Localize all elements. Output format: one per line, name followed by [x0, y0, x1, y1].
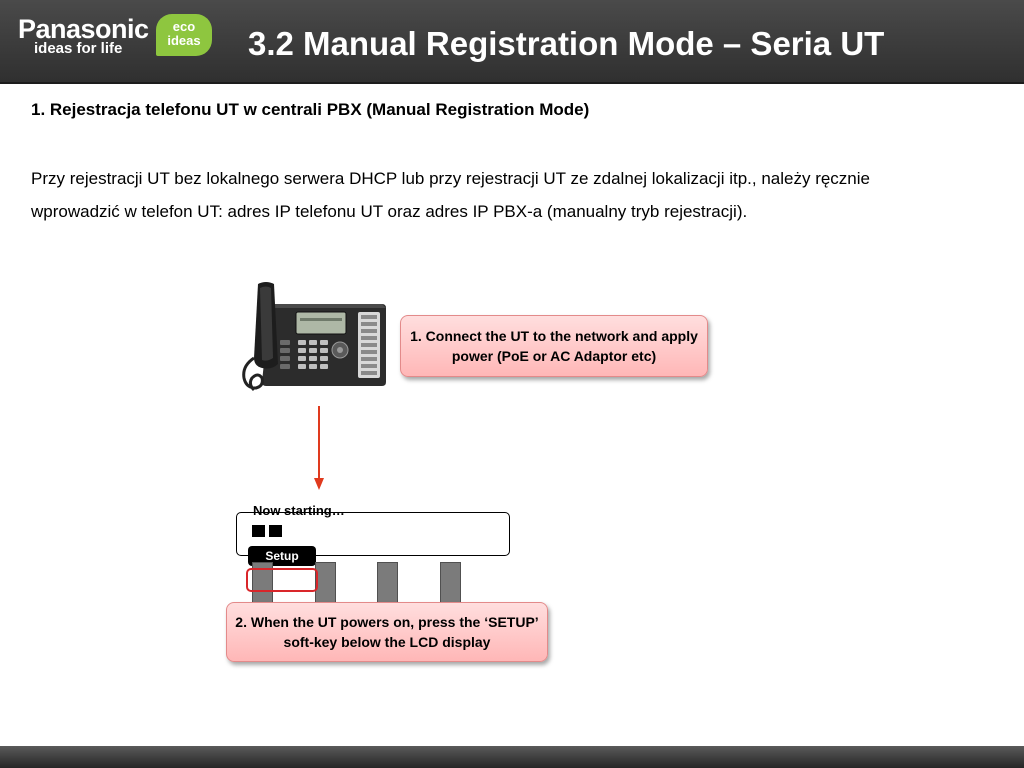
softkey-4 — [440, 562, 461, 604]
step-2-callout: 2. When the UT powers on, press the ‘SET… — [226, 602, 548, 662]
softkey-3 — [377, 562, 398, 604]
header-divider — [0, 82, 1024, 84]
setup-softkey-label: Setup — [248, 546, 316, 566]
brand-tagline: ideas for life — [34, 40, 123, 57]
slide-header: Panasonic ideas for life eco ideas 3.2 M… — [0, 0, 1024, 84]
slide-title: 3.2 Manual Registration Mode – Seria UT — [248, 25, 885, 62]
eco-ideas-logo: eco ideas — [156, 14, 212, 56]
softkey-2 — [315, 562, 336, 604]
lcd-status-text: Now starting… — [253, 503, 345, 518]
eco-line-1: eco — [172, 19, 196, 34]
section-heading: 1. Rejestracja telefonu UT w centrali PB… — [31, 100, 590, 119]
ip-desk-phone-icon — [242, 282, 386, 392]
description-paragraph: Przy rejestracji UT bez lokalnego serwer… — [31, 169, 870, 221]
step-1-callout: 1. Connect the UT to the network and app… — [400, 315, 708, 377]
eco-line-2: ideas — [167, 33, 201, 48]
brand-logo: Panasonic — [18, 14, 149, 44]
lcd-block-icon — [252, 525, 265, 537]
setup-key-highlight — [246, 568, 318, 592]
lcd-block-icon — [269, 525, 282, 537]
arrow-down-icon — [314, 406, 324, 490]
slide-footer — [0, 746, 1024, 768]
